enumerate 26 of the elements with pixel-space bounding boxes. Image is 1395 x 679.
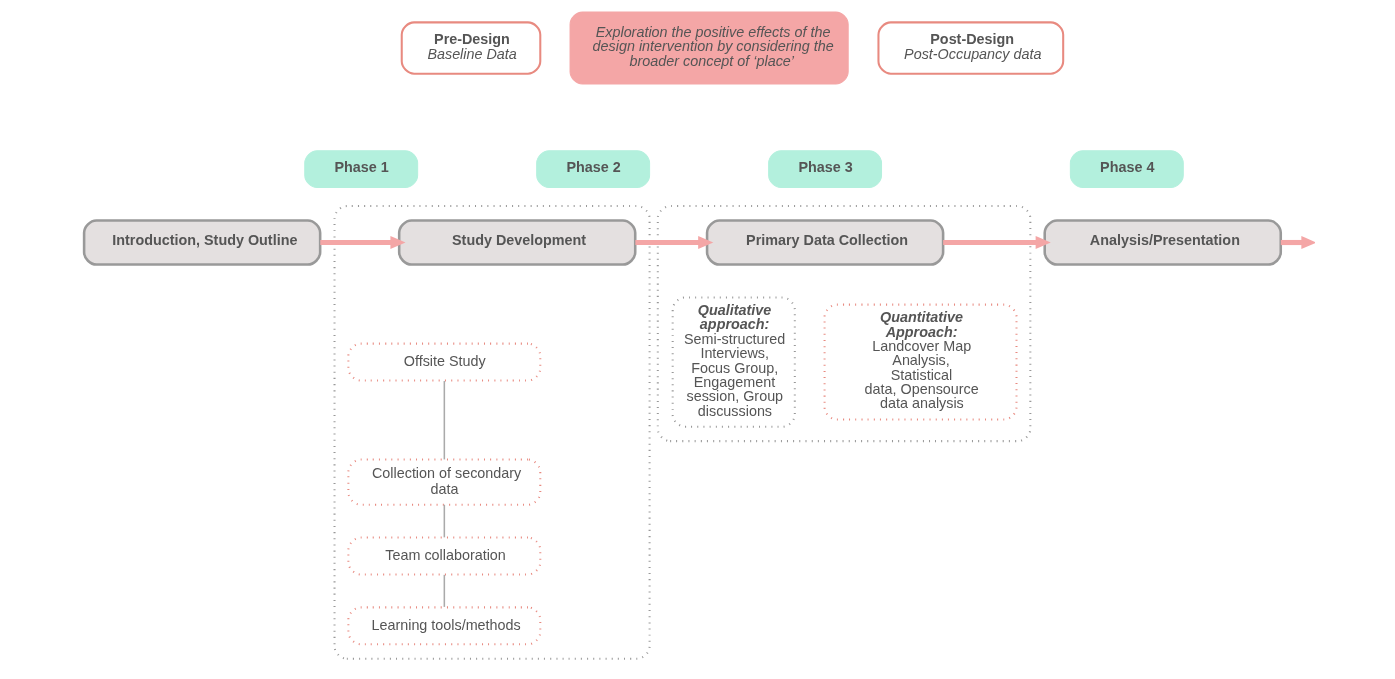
cluster xyxy=(333,205,651,660)
connector xyxy=(443,574,446,608)
node-box: Primary Data Collection xyxy=(705,219,945,266)
node-box: Quantitative Approach: Landcover Map Analysis, Statistical data, Opensource data analysis xyxy=(823,303,1018,421)
node-box: Phase 4 xyxy=(1069,150,1184,189)
node-box: Collection of secondary data xyxy=(347,458,542,506)
connector xyxy=(443,380,446,461)
arrow xyxy=(635,235,714,250)
node-box: Phase 2 xyxy=(536,150,651,189)
node-box: Learning tools/methods xyxy=(347,606,542,646)
node-box: Introduction, Study Outline xyxy=(82,219,322,266)
node-box: Qualitative approach: Semi-structured Interviews, Focus Group, Engagement session, Group discussions xyxy=(671,296,796,428)
node-box: Team collaboration xyxy=(347,536,542,576)
node-box: Study Development xyxy=(397,219,637,266)
node-box: Pre-Design Baseline Data xyxy=(400,21,542,75)
connector xyxy=(443,503,446,539)
node-box: Phase 1 xyxy=(304,150,419,189)
node-box: Offsite Study xyxy=(347,342,542,382)
node-box: Phase 3 xyxy=(768,150,883,189)
node-box: Post-Design Post-Occupancy data xyxy=(877,21,1065,75)
cluster xyxy=(656,205,1032,443)
node-box: Analysis/Presentation xyxy=(1043,219,1283,266)
arrow xyxy=(943,235,1051,250)
node-box: Exploration the positive effects of the design intervention by considering the broader concept of ‘place’ xyxy=(569,11,849,85)
arrow xyxy=(1280,235,1315,250)
arrow xyxy=(320,235,406,250)
